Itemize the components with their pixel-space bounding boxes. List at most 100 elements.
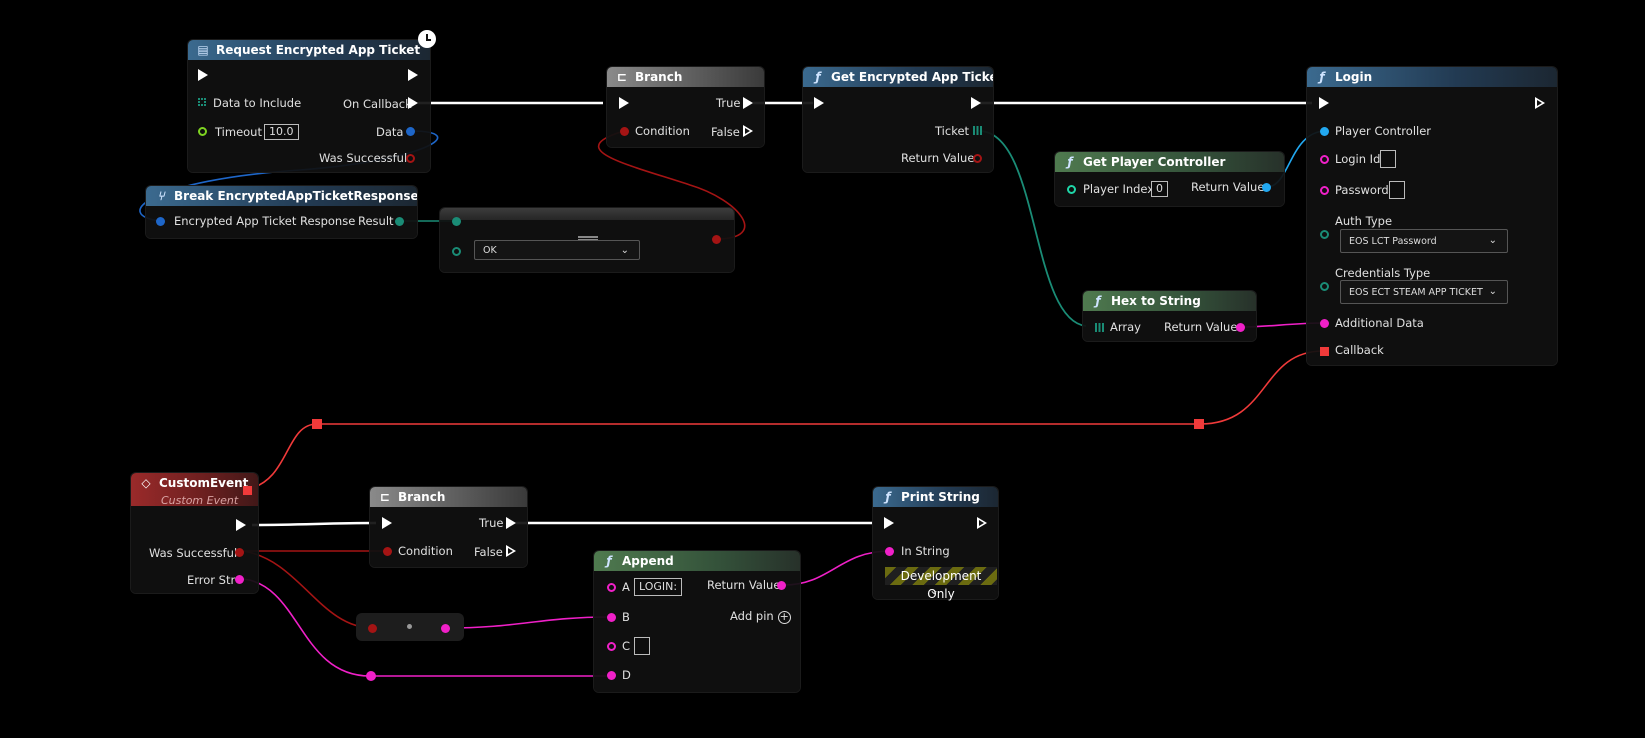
delegate-wire[interactable] [247,350,1323,490]
array-pin-icon[interactable] [973,126,982,135]
response-input-pin[interactable] [156,217,165,226]
to-string-conversion-node[interactable] [356,613,464,641]
return-value-pin[interactable] [1262,183,1271,192]
on-callback-exec-pin[interactable] [408,97,418,109]
exec-in-pin[interactable] [814,97,824,109]
reroute-knot[interactable] [366,671,376,681]
reroute-knot[interactable] [312,419,322,429]
c-pin[interactable] [607,642,616,651]
add-pin-plus-icon[interactable]: + [777,610,791,624]
branch-node[interactable]: ⊏Branch True Condition False [607,67,764,147]
equals-enum-node[interactable]: OK⌄ [440,208,734,272]
exec-out-pin[interactable] [971,97,981,109]
timeout-pin[interactable] [198,127,207,136]
exec-in-pin[interactable] [198,69,208,81]
exec-in-pin[interactable] [619,97,629,109]
false-exec-pin[interactable] [506,545,516,557]
enum-value-dropdown[interactable]: OK⌄ [474,240,640,260]
true-exec-pin[interactable] [506,517,516,529]
grid-pin-icon[interactable] [198,98,206,106]
node-header[interactable] [440,208,734,220]
callback-pin[interactable] [1320,347,1329,356]
result-pin[interactable] [395,217,404,226]
development-only-banner: Development Only [885,567,997,601]
password-input[interactable] [1389,181,1405,199]
return-value-pin[interactable] [1236,323,1245,332]
error-str-pin[interactable] [235,575,244,584]
player-index-input[interactable]: 0 [1151,181,1168,197]
break-response-node[interactable]: ⑂Break EncryptedAppTicketResponse Encryp… [146,186,417,238]
c-input[interactable] [634,637,650,655]
node-header[interactable]: ⑂Break EncryptedAppTicketResponse [146,186,417,206]
bool-wire[interactable] [242,550,374,629]
b-pin[interactable] [607,613,616,622]
bool-wire[interactable] [597,130,746,240]
timeout-input[interactable]: 10.0 [264,124,299,140]
exec-wire[interactable] [251,521,377,527]
true-exec-pin[interactable] [743,97,753,109]
login-id-pin[interactable] [1320,155,1329,164]
exec-out-pin[interactable] [977,517,987,529]
reroute-knot[interactable] [1194,419,1204,429]
d-pin[interactable] [607,671,616,680]
bool-in-pin[interactable] [368,624,377,633]
condition-pin[interactable] [620,127,629,136]
node-header[interactable]: ⊏Branch [370,487,527,507]
exec-out-pin[interactable] [1535,97,1545,109]
auth-type-pin[interactable] [1320,230,1329,239]
was-successful-pin[interactable] [406,154,415,163]
add-pin-label[interactable]: Add pin+ [730,609,791,624]
in-string-pin[interactable] [885,547,894,556]
a-input[interactable]: LOGIN: [634,578,683,596]
string-out-pin[interactable] [441,624,450,633]
was-successful-pin[interactable] [235,548,244,557]
node-header[interactable]: ⊏Branch [607,67,764,87]
data-pin[interactable] [406,127,415,136]
node-title: Hex to String [1111,294,1201,308]
string-wire[interactable] [242,578,610,677]
byte-array-wire[interactable] [978,130,1087,327]
exec-in-pin[interactable] [1319,97,1329,109]
node-header[interactable]: ▤Request Encrypted App Ticket [188,40,430,60]
password-pin[interactable] [1320,186,1329,195]
return-value-pin[interactable] [973,154,982,163]
branch-node[interactable]: ⊏Branch True Condition False [370,487,527,567]
false-exec-pin[interactable] [743,125,753,137]
credentials-type-pin[interactable] [1320,282,1329,291]
credentials-type-dropdown[interactable]: EOS ECT STEAM APP TICKET⌄ [1340,280,1508,304]
exec-in-pin[interactable] [382,517,392,529]
string-wire[interactable] [445,616,611,629]
enum-b-pin[interactable] [452,247,461,256]
exec-in-pin[interactable] [884,517,894,529]
exec-out-pin[interactable] [408,69,418,81]
expand-chevron-icon[interactable]: ⌄ [929,583,940,597]
request-ticket-node[interactable]: ▤Request Encrypted App Ticket Data to In… [188,40,430,172]
enum-a-pin[interactable] [452,217,461,226]
condition-pin[interactable] [383,547,392,556]
player-controller-pin[interactable] [1320,127,1329,136]
array-pin-icon[interactable] [1095,323,1104,332]
additional-data-pin[interactable] [1320,319,1329,328]
login-id-input[interactable] [1380,150,1396,168]
player-index-pin[interactable] [1067,185,1076,194]
event-delegate-pin[interactable] [243,486,252,495]
exec-out-pin[interactable] [236,519,246,531]
auth-type-dropdown[interactable]: EOS LCT Password⌄ [1340,229,1508,253]
equals-return-pin[interactable] [712,235,721,244]
a-pin[interactable] [607,583,616,592]
return-value-pin[interactable] [777,581,786,590]
